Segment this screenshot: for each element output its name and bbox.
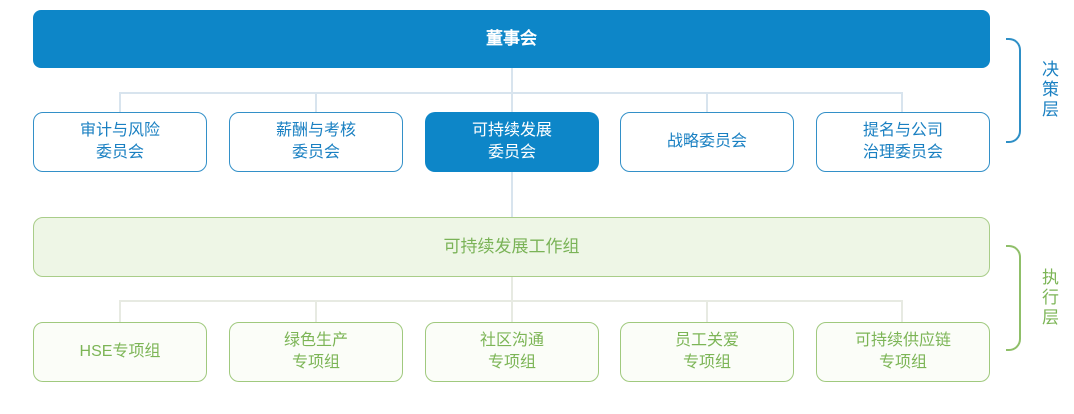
box-sustainability-working-group: 可持续发展工作组 [33, 217, 990, 277]
box-employee-care-task-group: 员工关爱 专项组 [620, 322, 794, 382]
box-board-of-directors: 董事会 [33, 10, 990, 68]
connector-stub-taskgroup-1 [119, 302, 121, 322]
box-green-production-task-group: 绿色生产 专项组 [229, 322, 403, 382]
connector-taskgroup-horizontal [119, 300, 903, 302]
connector-stub-committee-1 [119, 94, 121, 112]
connector-stub-committee-3 [511, 94, 513, 112]
connector-committee-horizontal [119, 92, 903, 94]
box-strategy-committee: 战略委员会 [620, 112, 794, 172]
connector-stub-taskgroup-2 [315, 302, 317, 322]
bracket-decision-layer [1006, 38, 1021, 143]
box-hse-task-group: HSE专项组 [33, 322, 207, 382]
bracket-execution-layer [1006, 245, 1021, 351]
box-community-communication-task-group: 社区沟通 专项组 [425, 322, 599, 382]
connector-stub-taskgroup-5 [901, 302, 903, 322]
box-audit-risk-committee: 审计与风险 委员会 [33, 112, 207, 172]
label-execution-layer: 执行层 [1039, 268, 1058, 328]
connector-stub-committee-5 [901, 94, 903, 112]
box-nomination-governance-committee: 提名与公司 治理委员会 [816, 112, 990, 172]
connector-stub-taskgroup-3 [511, 302, 513, 322]
box-compensation-assessment-committee: 薪酬与考核 委员会 [229, 112, 403, 172]
connector-workgroup-drop [511, 277, 513, 301]
connector-board-drop [511, 68, 513, 93]
label-decision-layer: 决策层 [1039, 60, 1058, 120]
box-sustainable-supply-chain-task-group: 可持续供应链 专项组 [816, 322, 990, 382]
connector-stub-taskgroup-4 [706, 302, 708, 322]
connector-committee-to-workgroup [511, 172, 513, 217]
box-sustainability-committee: 可持续发展 委员会 [425, 112, 599, 172]
connector-stub-committee-4 [706, 94, 708, 112]
connector-stub-committee-2 [315, 94, 317, 112]
